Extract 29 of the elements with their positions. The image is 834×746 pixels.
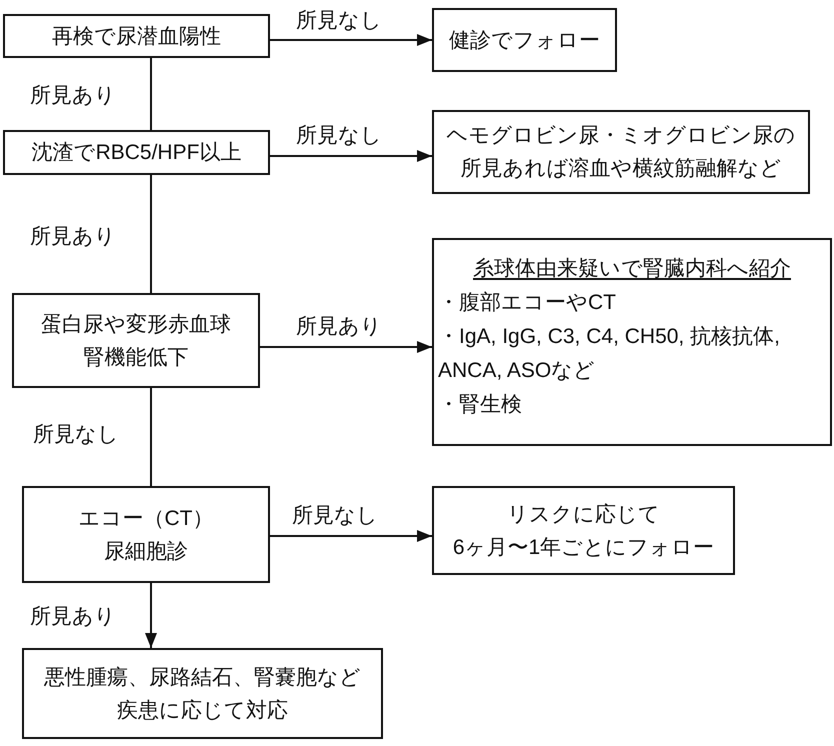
box-text: エコー（CT）尿細胞診 [78, 506, 214, 564]
process-box [22, 648, 383, 739]
process-box [432, 8, 617, 72]
referral-heading: 糸球体由来疑いで腎臓内科へ紹介 [473, 256, 791, 282]
arrow [270, 530, 432, 542]
connector-line [150, 388, 152, 486]
list-item: ・IgA, IgG, C3, C4, CH50, 抗核抗体, ANCA, ASOなど [438, 324, 781, 384]
process-box [12, 293, 260, 388]
process-box [432, 110, 810, 194]
arrow [260, 341, 432, 353]
box-text: 沈渣でRBC5/HPF以上 [32, 140, 242, 166]
list-item: ・腹部エコーやCT [438, 290, 617, 316]
box-text: 健診でフォロー [449, 28, 600, 54]
arrow [145, 583, 157, 648]
box-text: 蛋白尿や変形赤血球腎機能低下 [41, 312, 231, 370]
box-text: リスクに応じて6ヶ月〜1年ごとにフォロー [452, 502, 714, 560]
arrow [270, 150, 432, 162]
process-box [3, 130, 270, 175]
process-box [432, 486, 735, 575]
arrow [270, 34, 432, 46]
process-box [432, 238, 832, 446]
box-text: 悪性腫瘍、尿路結石、腎嚢胞など疾患に応じて対応 [44, 664, 361, 724]
connector-line [150, 175, 152, 293]
list-item: ・腎生検 [438, 392, 523, 418]
connector-line [150, 58, 152, 130]
process-box [22, 486, 270, 583]
box-text: 再検で尿潜血陽性 [52, 24, 221, 50]
process-box [3, 14, 270, 58]
box-text: ヘモグロビン尿・ミオグロビン尿の所見あれば溶血や横紋筋融解など [446, 123, 796, 182]
